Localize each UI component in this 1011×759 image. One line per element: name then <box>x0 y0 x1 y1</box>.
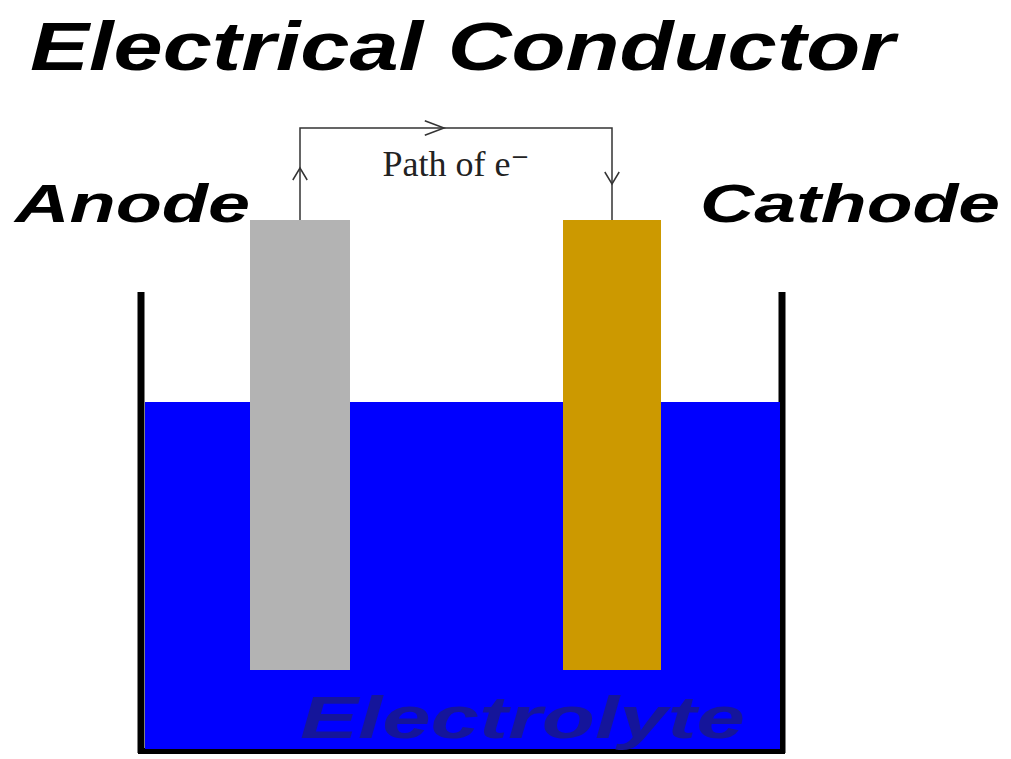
edge-label: Path of e⁻ <box>381 146 532 182</box>
wire-connector <box>293 121 619 220</box>
diagram-title: Electrical Conductor <box>30 12 895 80</box>
node-label: Electrolyte <box>300 688 745 748</box>
node-label: Anode <box>15 176 250 230</box>
arrow-head <box>425 121 444 135</box>
electrolyte-band: Electrolyte <box>145 402 780 749</box>
cathode-electrode: Cathode <box>563 220 661 670</box>
node-label: Cathode <box>700 176 1000 230</box>
arrow-head <box>293 168 307 180</box>
beaker-wall <box>138 292 145 753</box>
arrow-head <box>605 172 619 184</box>
anode-electrode: Anode <box>250 220 350 670</box>
wire-path <box>300 128 612 220</box>
